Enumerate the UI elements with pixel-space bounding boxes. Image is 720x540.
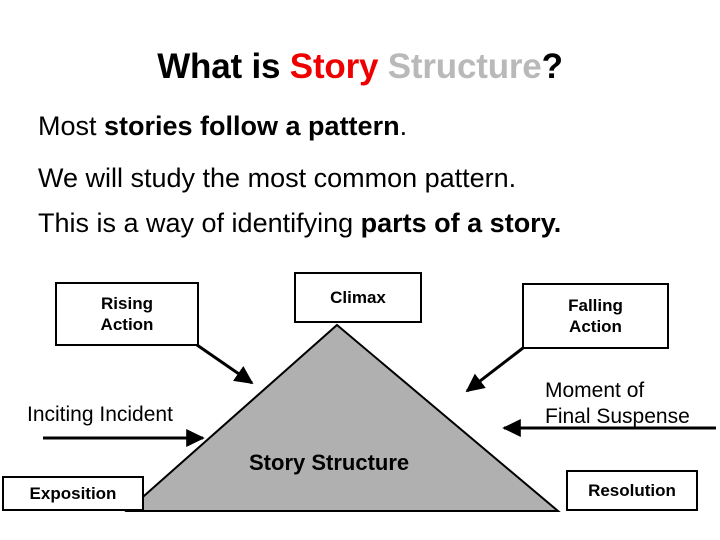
box-resolution-label: Resolution [588, 481, 676, 500]
box-falling-action-line2: Action [569, 317, 622, 336]
title-segment-structure: Structure [378, 47, 542, 86]
body-line-2: We will study the most common pattern. [38, 162, 516, 194]
title-segment-story: Story [289, 47, 379, 86]
box-rising-action-label: Rising Action [101, 293, 154, 335]
body-line-1-suffix: . [399, 111, 408, 141]
body-line-3: This is a way of identifying parts of a … [38, 207, 561, 239]
box-falling-action-line1: Falling [568, 296, 623, 315]
page-title: What is Story Structure? [0, 46, 720, 88]
box-falling-action[interactable]: Falling Action [522, 283, 669, 349]
title-segment-question-mark: ? [541, 47, 563, 86]
box-exposition-label: Exposition [29, 484, 117, 503]
body-line-1-normal: Most [38, 111, 105, 141]
box-resolution[interactable]: Resolution [566, 470, 698, 511]
title-segment-what-is: What is [157, 47, 290, 86]
box-rising-action-line1: Rising [101, 294, 153, 313]
box-rising-action[interactable]: Rising Action [55, 282, 199, 346]
label-moment-of-final-suspense: Moment of Final Suspense [545, 378, 690, 430]
body-line-3-bold: parts of a story. [360, 208, 562, 238]
body-line-1-bold: stories follow a pattern [104, 111, 400, 141]
rising-action-arrow [196, 343, 254, 385]
label-moment-line1: Moment of [545, 379, 645, 402]
box-climax[interactable]: Climax [294, 272, 422, 323]
box-falling-action-label: Falling Action [568, 295, 623, 337]
body-line-3-normal: This is a way of identifying [38, 208, 361, 238]
box-rising-action-line2: Action [100, 315, 154, 334]
label-moment-line2: Final Suspense [545, 405, 690, 428]
label-inciting-incident: Inciting Incident [27, 403, 173, 426]
body-line-1: Most stories follow a pattern. [38, 110, 407, 142]
triangle-label-story-structure: Story Structure [249, 450, 410, 475]
body-line-2-normal: We will study the most common pattern. [38, 163, 517, 193]
box-climax-label: Climax [330, 288, 386, 307]
box-exposition[interactable]: Exposition [2, 476, 144, 511]
triangle-shape [124, 323, 561, 512]
falling-action-arrow [465, 346, 524, 393]
